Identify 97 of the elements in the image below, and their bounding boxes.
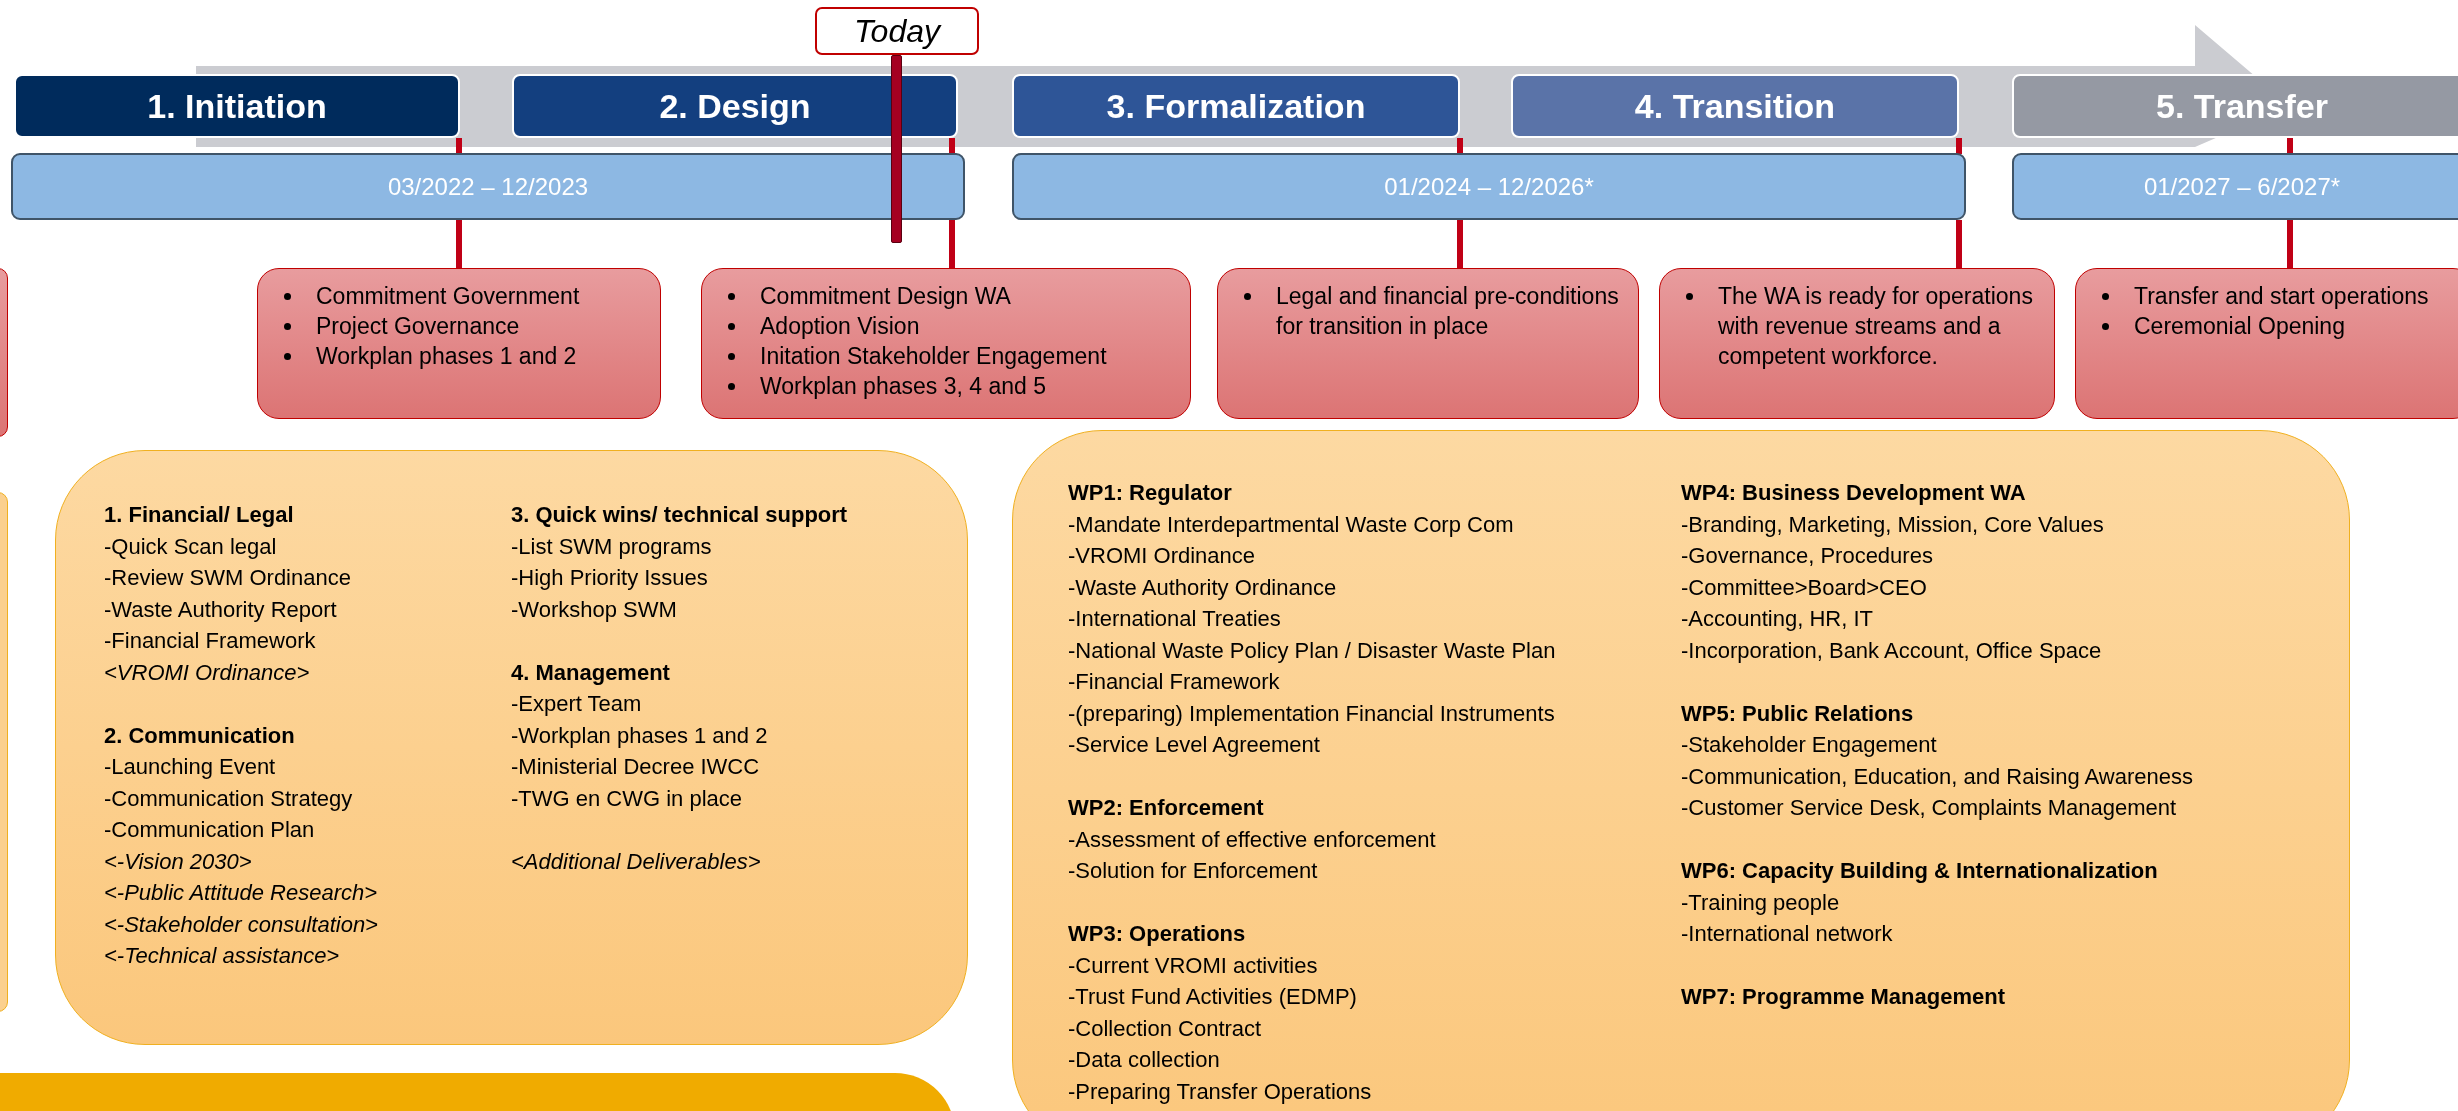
bullet-item: Transfer and start operations bbox=[2134, 283, 2429, 309]
list-item: -International network bbox=[1681, 920, 1893, 948]
list-item: -Communication, Education, and Raising Awareness bbox=[1681, 762, 2193, 791]
section-heading: WP7: Programme Management bbox=[1681, 983, 2005, 1011]
list-item: -Stakeholder Engagement bbox=[1681, 731, 1937, 759]
deliverables-card bbox=[1012, 430, 2350, 1111]
section-heading: WP4: Business Development WA bbox=[1681, 479, 2026, 507]
bullet-item: Commitment Government bbox=[316, 283, 580, 309]
bullet-item: Workplan phases 3, 4 and 5 bbox=[760, 373, 1046, 399]
milestone-box bbox=[1217, 268, 1639, 419]
bullet-item: Ceremonial Opening bbox=[2134, 313, 2345, 339]
bullet-item: Legal and financial pre-conditions for transition in place bbox=[1276, 283, 1619, 339]
list-item: -Mandate Interdepartmental Waste Corp Com bbox=[1068, 510, 1514, 539]
date-range-text: 01/2027 – 6/2027* bbox=[2143, 172, 2341, 201]
today-marker-box bbox=[815, 7, 979, 55]
list-item: <-Public Attitude Research> bbox=[104, 879, 378, 907]
bullet-item: Initation Stakeholder Engagement bbox=[760, 343, 1107, 369]
list-item: -Financial Framework bbox=[104, 627, 316, 655]
phase-box bbox=[14, 74, 460, 138]
phase-title: 2. Design bbox=[659, 86, 811, 126]
list-item: <-Stakeholder consultation> bbox=[104, 910, 378, 939]
list-item: -Review SWM Ordinance bbox=[104, 564, 351, 592]
list-item: <VROMI Ordinance> bbox=[104, 658, 310, 687]
list-item: -Launching Event bbox=[104, 753, 276, 781]
milestone-box bbox=[2075, 268, 2458, 419]
list-item: -Workplan phases 1 and 2 bbox=[511, 721, 768, 750]
list-item: -International Treaties bbox=[1068, 605, 1281, 633]
section-heading: 3. Quick wins/ technical support bbox=[511, 501, 848, 529]
phase-box bbox=[512, 74, 958, 138]
section-heading: WP1: Regulator bbox=[1068, 479, 1232, 507]
list-item: -Collection Contract bbox=[1068, 1014, 1262, 1043]
list-item: -National Waste Policy Plan / Disaster Waste Plan bbox=[1068, 636, 1556, 665]
connector-line bbox=[1956, 220, 1962, 268]
milestone-box bbox=[257, 268, 661, 419]
date-range-bar bbox=[1012, 153, 1966, 220]
deliverables-card bbox=[55, 450, 968, 1045]
list-item: <-Vision 2030> bbox=[104, 847, 252, 876]
list-item: -(preparing) Implementation Financial Instruments bbox=[1068, 699, 1555, 728]
section-heading: WP2: Enforcement bbox=[1068, 794, 1264, 822]
section-heading: 2. Communication bbox=[104, 721, 295, 750]
date-range-bar bbox=[11, 153, 965, 220]
phase-box bbox=[1012, 74, 1460, 138]
phase-box bbox=[1511, 74, 1959, 138]
list-item: -Expert Team bbox=[511, 690, 642, 718]
connector-line bbox=[2287, 220, 2293, 268]
section-heading: 4. Management bbox=[511, 658, 670, 687]
date-range-bar bbox=[2012, 153, 2458, 220]
bullet-item: Commitment Design WA bbox=[760, 283, 1011, 309]
milestone-box bbox=[701, 268, 1191, 419]
list-item: -Current VROMI activities bbox=[1068, 951, 1318, 980]
list-item: -Trust Fund Activities (EDMP) bbox=[1068, 983, 1357, 1011]
section-heading: WP5: Public Relations bbox=[1681, 699, 1914, 728]
connector-line bbox=[1457, 220, 1463, 268]
list-item: -Communication Strategy bbox=[104, 784, 353, 813]
phase-box bbox=[2012, 74, 2458, 138]
list-item: -Communication Plan bbox=[104, 816, 315, 844]
list-item: -Workshop SWM bbox=[511, 595, 677, 624]
list-item: <-Technical assistance> bbox=[104, 942, 340, 970]
bullet-item: Workplan phases 1 and 2 bbox=[316, 343, 577, 369]
phase-title: 5. Transfer bbox=[2156, 86, 2328, 126]
list-item: -Accounting, HR, IT bbox=[1681, 605, 1873, 633]
phase-title: 3. Formalization bbox=[1106, 86, 1366, 126]
list-item: -Data collection bbox=[1068, 1046, 1220, 1074]
bullet-item: The WA is ready for operations with revenue streams and a competent workforce. bbox=[1718, 283, 2033, 369]
list-item: -TWG en CWG in place bbox=[511, 784, 743, 813]
list-item: <Additional Deliverables> bbox=[511, 847, 761, 876]
list-item: -Branding, Marketing, Mission, Core Values bbox=[1681, 510, 2104, 539]
list-item: -Training people bbox=[1681, 888, 1840, 917]
date-range-text: 01/2024 – 12/2026* bbox=[1384, 172, 1594, 201]
today-label: Today bbox=[854, 12, 940, 50]
list-item: -Incorporation, Bank Account, Office Space bbox=[1681, 636, 2102, 665]
section-heading: WP6: Capacity Building & Internationalization bbox=[1681, 857, 2158, 885]
section-heading: WP3: Operations bbox=[1068, 920, 1246, 948]
phase-title: 1. Initiation bbox=[147, 86, 327, 126]
list-item: -List SWM programs bbox=[511, 532, 712, 561]
bullet-item: Adoption Vision bbox=[760, 313, 920, 339]
connector-line bbox=[456, 220, 462, 268]
list-item: -Quick Scan legal bbox=[104, 532, 277, 561]
section-heading: 1. Financial/ Legal bbox=[104, 501, 294, 529]
bullet-item: Project Governance bbox=[316, 313, 520, 339]
connector-line bbox=[949, 220, 955, 268]
list-item: -Ministerial Decree IWCC bbox=[511, 753, 760, 781]
list-item: -Waste Authority Ordinance bbox=[1068, 573, 1337, 602]
list-item: -Waste Authority Report bbox=[104, 595, 337, 624]
list-item: -Preparing Transfer Operations bbox=[1068, 1077, 1372, 1106]
list-item: -Service Level Agreement bbox=[1068, 731, 1320, 759]
list-item: -Financial Framework bbox=[1068, 668, 1280, 696]
list-item: -Governance, Procedures bbox=[1681, 542, 1933, 570]
list-item: -Committee>Board>CEO bbox=[1681, 573, 1927, 602]
list-item: -VROMI Ordinance bbox=[1068, 542, 1256, 570]
list-item: -Customer Service Desk, Complaints Management bbox=[1681, 794, 2177, 822]
date-range-text: 03/2022 – 12/2023 bbox=[387, 172, 589, 201]
milestone-box bbox=[1659, 268, 2055, 419]
list-item: -Solution for Enforcement bbox=[1068, 857, 1318, 885]
list-item: -High Priority Issues bbox=[511, 564, 708, 592]
phase-title: 4. Transition bbox=[1634, 86, 1836, 126]
list-item: -Assessment of effective enforcement bbox=[1068, 825, 1436, 854]
